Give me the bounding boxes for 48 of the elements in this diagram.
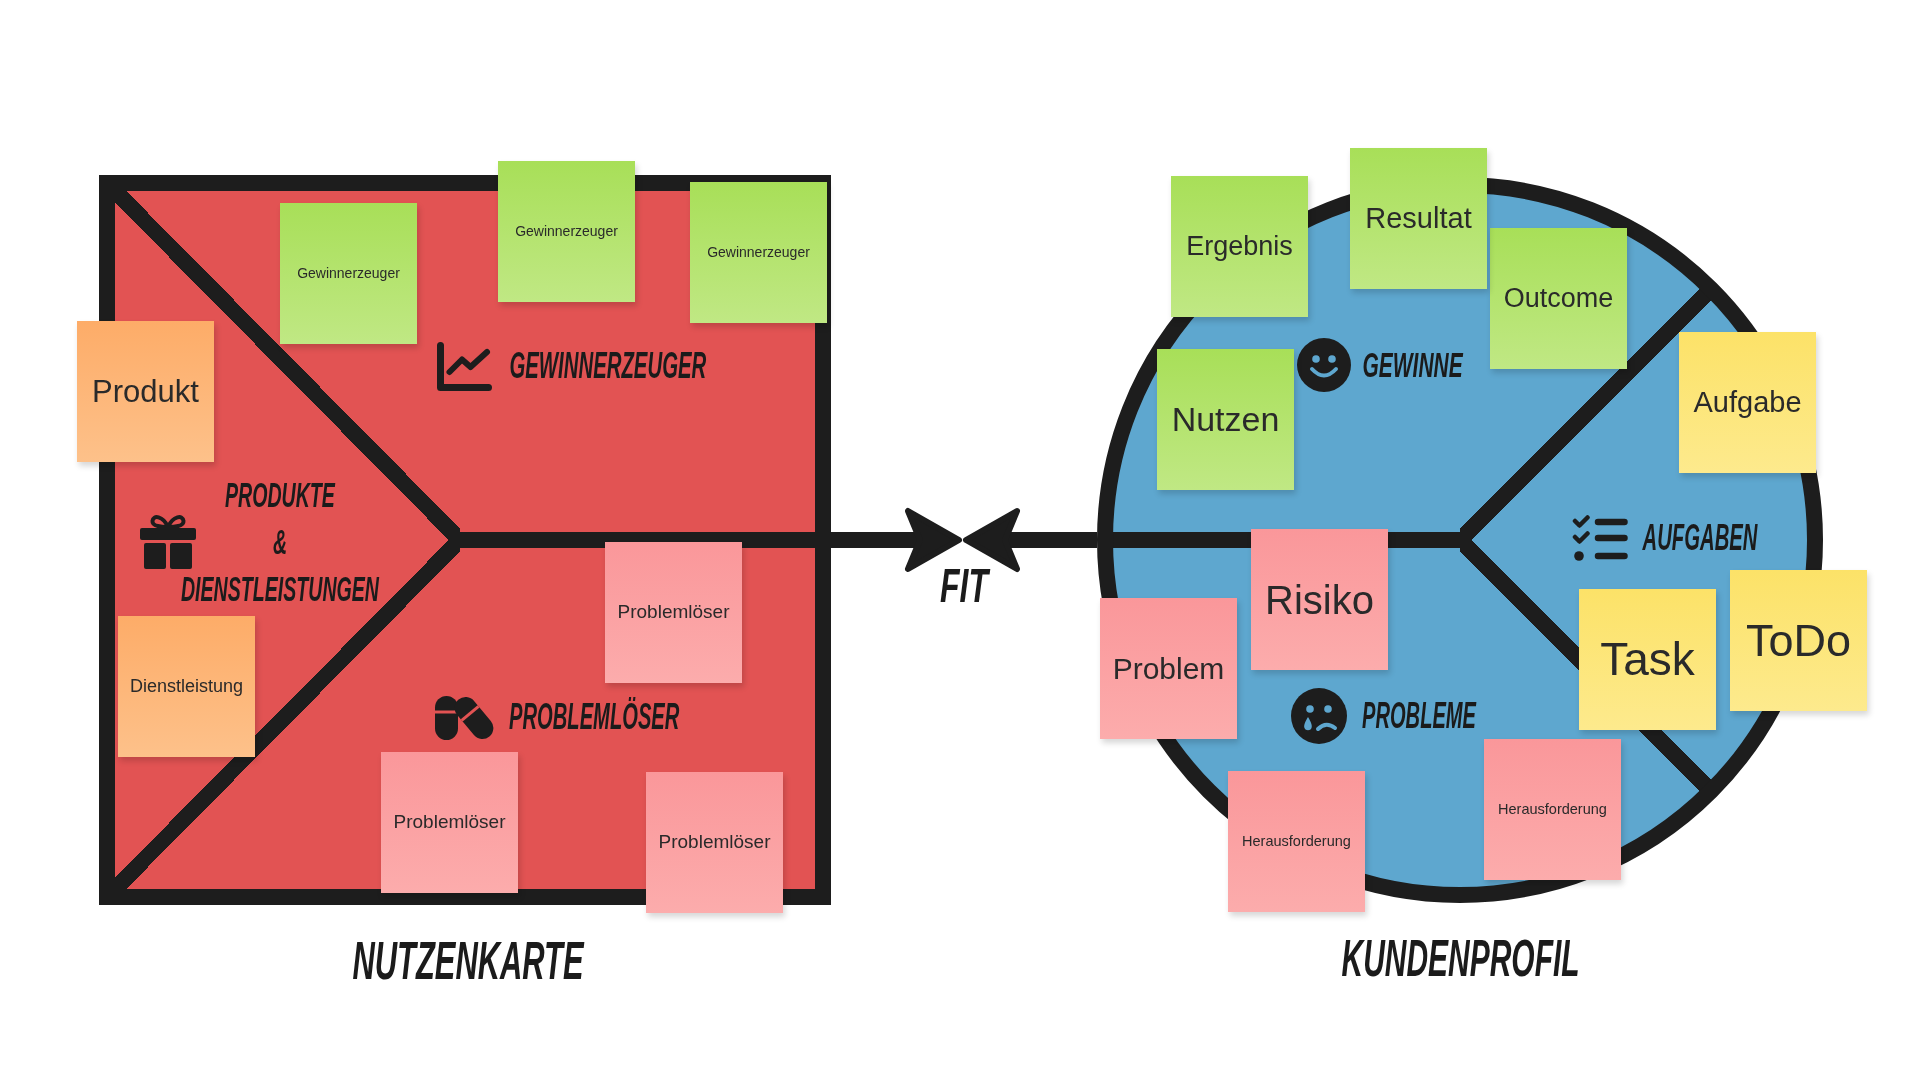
note-text: Gewinnerzeuger — [297, 265, 400, 282]
sticky-note — [381, 752, 518, 893]
sticky-note — [1679, 332, 1816, 473]
note-text: Ergebnis — [1186, 230, 1293, 263]
note-text: Dienstleistung — [129, 675, 244, 698]
note-text: Gewinnerzeuger — [707, 244, 810, 261]
section-heading: AUFGABEN — [1642, 520, 1757, 557]
note-text: Problem — [1112, 650, 1225, 687]
section-heading: PROBLEME — [1362, 698, 1476, 735]
arrow — [963, 508, 1097, 572]
sticky-note — [1490, 228, 1627, 369]
sticky-note — [1157, 349, 1294, 490]
note-text: Herausforderung — [1242, 832, 1351, 851]
section-heading: GEWINNE — [1362, 347, 1463, 383]
note-text: Nutzen — [1171, 399, 1280, 440]
note-text: Produkt — [92, 372, 199, 411]
section-heading: GEWINNERZEUGER — [508, 347, 706, 385]
canvas-title: KUNDENPROFIL — [1341, 932, 1580, 985]
sticky-note — [118, 616, 255, 757]
note-text: Gewinnerzeuger — [515, 223, 618, 240]
note-text: ToDo — [1745, 613, 1852, 668]
canvas-title: NUTZENKARTE — [352, 932, 584, 987]
section-heading: PRODUKTE & DIENSTLEISTUNGEN — [181, 473, 379, 610]
note-text: Herausforderung — [1498, 800, 1607, 819]
sticky-note — [1251, 529, 1388, 670]
arrow — [831, 508, 962, 572]
sticky-note — [1171, 176, 1308, 317]
note-text: Resultat — [1365, 201, 1472, 236]
note-text: Problemlöser — [658, 831, 771, 854]
sticky-note — [498, 161, 635, 302]
sticky-note — [1730, 570, 1867, 711]
sticky-note — [690, 182, 827, 323]
note-text: Task — [1600, 631, 1695, 687]
sticky-note — [1100, 598, 1237, 739]
note-text: Aufgabe — [1693, 385, 1802, 420]
section-heading: PROBLEMLÖSER — [509, 697, 680, 735]
note-text: Outcome — [1503, 282, 1614, 315]
sticky-note — [1228, 771, 1365, 912]
sticky-note — [1350, 148, 1487, 289]
note-text: Problemlöser — [617, 601, 730, 624]
note-text: Problemlöser — [393, 811, 506, 834]
sticky-note — [280, 203, 417, 344]
sticky-note — [77, 321, 214, 462]
note-text: Risiko — [1265, 576, 1374, 624]
sticky-note — [1579, 589, 1716, 730]
sticky-note — [1484, 739, 1621, 880]
sticky-note — [605, 542, 742, 683]
sticky-note — [646, 772, 783, 913]
